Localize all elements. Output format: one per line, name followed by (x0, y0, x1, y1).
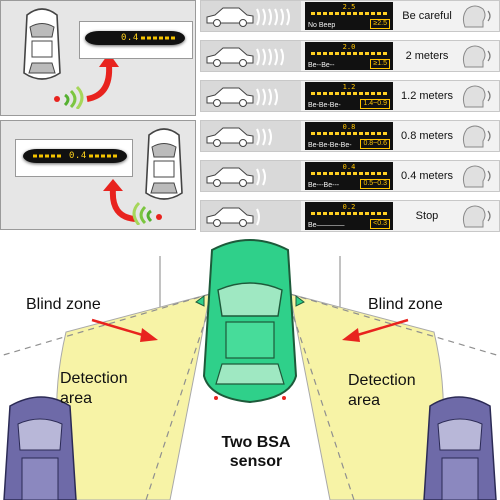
detection-label-left-2: area (60, 390, 93, 407)
display-bar (311, 172, 387, 175)
side-car-icon (201, 41, 301, 71)
side-car-right (423, 396, 497, 500)
detection-label-right-1: Detection (348, 372, 416, 389)
person-head-icon (459, 3, 495, 29)
side-car-left (3, 396, 77, 500)
distance-label: Stop (415, 210, 439, 222)
sensor-wave-icon-2 (132, 201, 162, 225)
display-digits-2: 0.4 (69, 151, 87, 161)
beep-pattern: Be---Be--- (308, 182, 340, 189)
distance-display: 0.8 Be-Be-Be-Be- 0.8~0.6 (305, 122, 393, 150)
blind-zone-label-right: Blind zone (368, 296, 443, 313)
distance-label: 0.4 meters (401, 170, 453, 182)
display-digits: 2.5 (342, 3, 356, 11)
top-view-car-icon (23, 8, 61, 80)
distance-range: 0.5~0.3 (360, 179, 390, 189)
beep-pattern: Be———— (308, 222, 345, 229)
display-bar (311, 92, 387, 95)
distance-display: 2.5 No Beep ≥2.5 (305, 2, 393, 30)
top-view-car-icon-2 (145, 128, 183, 200)
blind-zone-diagram (0, 239, 500, 500)
detection-label-left-1: Detection (60, 370, 128, 387)
distance-range: 1.4~0.9 (360, 99, 390, 109)
distance-range: ≥1.5 (370, 59, 390, 69)
center-car (195, 239, 305, 404)
distance-row: 2.5 No Beep ≥2.5 Be careful (200, 0, 500, 32)
sensor-label: Two BSA sensor (196, 433, 316, 471)
display-digits: 1.2 (342, 83, 356, 91)
distance-display: 2.0 Be--Be-- ≥1.5 (305, 42, 393, 70)
beep-pattern: Be--Be-- (308, 62, 335, 69)
bottom-left-panel: 0.4 (0, 120, 196, 230)
dashed-line-left-1 (0, 293, 211, 357)
display-leds-3 (89, 154, 119, 158)
sensor-wave-icon (54, 85, 84, 109)
display-digits: 0.8 (342, 123, 356, 131)
arrow-right (342, 318, 409, 342)
display-leds-2 (33, 154, 63, 158)
person-head-icon (459, 83, 495, 109)
blind-zone-label-left: Blind zone (26, 296, 101, 313)
parking-display: 0.4 (85, 31, 185, 45)
beep-pattern: No Beep (308, 22, 336, 29)
display-bar (311, 132, 387, 135)
person-head-icon (459, 203, 495, 229)
beep-pattern: Be-Be-Be- (308, 102, 341, 109)
curved-arrow-icon (86, 53, 119, 102)
top-left-panel: 0.4 (0, 0, 196, 116)
display-digits: 0.4 (342, 163, 356, 171)
side-car-icon (201, 1, 301, 31)
distance-display: 0.4 Be---Be--- 0.5~0.3 (305, 162, 393, 190)
parking-display-2: 0.4 (23, 149, 127, 163)
distance-range: ≥2.5 (370, 19, 390, 29)
distance-row: 0.2 Be———— <0.3 Stop (200, 200, 500, 232)
curved-arrow-icon-2 (103, 179, 136, 222)
beep-pattern: Be-Be-Be-Be- (308, 142, 352, 149)
display-bar (311, 212, 387, 215)
display-digits: 2.0 (342, 43, 356, 51)
distance-row: 2.0 Be--Be-- ≥1.5 2 meters (200, 40, 500, 72)
side-car-icon (201, 81, 301, 111)
sensor-label-line2: sensor (229, 453, 283, 470)
distance-display: 1.2 Be-Be-Be- 1.4~0.9 (305, 82, 393, 110)
distance-row: 0.8 Be-Be-Be-Be- 0.8~0.6 0.8 meters (200, 120, 500, 152)
distance-label: 0.8 meters (401, 130, 453, 142)
distance-row: 1.2 Be-Be-Be- 1.4~0.9 1.2 meters (200, 80, 500, 112)
distance-label: 2 meters (405, 50, 449, 62)
detection-label-right-2: area (348, 392, 381, 409)
person-head-icon (459, 163, 495, 189)
sensor-label-line1: Two BSA (221, 434, 291, 451)
arrow-left (91, 318, 158, 342)
distance-label: Be careful (402, 10, 452, 22)
display-digits: 0.4 (121, 33, 139, 43)
dashed-line-right-1 (289, 293, 500, 357)
distance-row: 0.4 Be---Be--- 0.5~0.3 0.4 meters (200, 160, 500, 192)
distance-display: 0.2 Be———— <0.3 (305, 202, 393, 230)
dashed-line-left-2 (145, 305, 211, 500)
side-car-icon (201, 201, 301, 231)
display-digits: 0.2 (342, 203, 356, 211)
dashed-line-right-2 (289, 305, 355, 500)
side-car-icon (201, 121, 301, 151)
person-head-icon (459, 43, 495, 69)
display-bar (311, 52, 387, 55)
distance-label: 1.2 meters (401, 90, 453, 102)
person-head-icon (459, 123, 495, 149)
side-car-icon (201, 161, 301, 191)
distance-range: 0.8~0.6 (360, 139, 390, 149)
display-bar (311, 12, 387, 15)
distance-range: <0.3 (370, 219, 390, 229)
display-leds (141, 36, 177, 40)
